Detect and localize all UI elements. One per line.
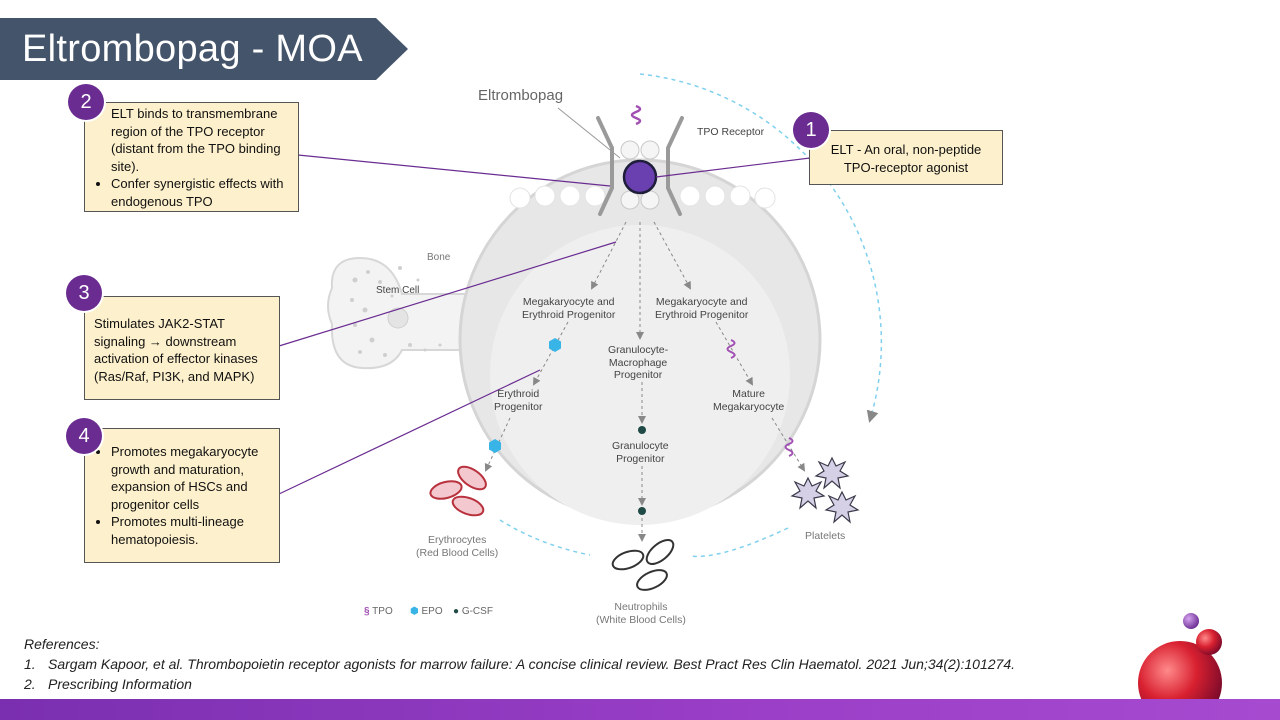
legend-gcsf: ● G-CSF <box>453 606 493 617</box>
epo-icon <box>489 439 501 453</box>
epo-icon <box>549 338 561 352</box>
decor-ball-purple <box>1183 613 1199 629</box>
stem-cell-label: Stem Cell <box>376 285 420 296</box>
callout-1: ELT - An oral, non-peptide TPO-receptor … <box>809 130 1003 185</box>
legend-tpo: § TPO <box>364 606 393 617</box>
title-banner: Eltrombopag - MOA <box>0 18 408 80</box>
reference-item: 2.Prescribing Information <box>24 676 192 692</box>
decor-ball-small <box>1196 629 1222 655</box>
badge-1: 1 <box>793 112 829 148</box>
cycle-arc-bottom-left <box>499 519 591 556</box>
callout-1-text: ELT - An oral, non-peptide TPO-receptor … <box>830 142 982 175</box>
progenitor-left-label: Megakaryocyte and Erythroid Progenitor <box>522 296 616 321</box>
callout-3: Stimulates JAK2-STAT signaling → downstr… <box>84 296 280 400</box>
gcsf-icon <box>638 426 646 434</box>
cycle-arc-right <box>639 73 883 423</box>
title-banner-shape <box>0 18 408 80</box>
tpo-icon <box>784 437 794 457</box>
granulocyte-macrophage-label: Granulocyte- Macrophage Progenitor <box>608 344 669 381</box>
progenitor-right-label: Megakaryocyte and Erythroid Progenitor <box>655 296 749 321</box>
callout-4-bullet-1: Promotes megakaryocyte growth and matura… <box>111 443 273 513</box>
references-heading: References: <box>24 636 100 652</box>
gcsf-icon <box>638 507 646 515</box>
erythrocytes-label: Erythrocytes (Red Blood Cells) <box>416 534 499 559</box>
mature-megakaryocyte-label: Mature Megakaryocyte <box>713 388 785 413</box>
platelets-label: Platelets <box>805 530 846 542</box>
badge-2: 2 <box>68 84 104 120</box>
connector-2 <box>297 154 611 187</box>
reference-item: 1.Sargam Kapoor, et al. Thrombopoietin r… <box>24 656 1015 672</box>
eltrombopag-molecule <box>622 159 658 195</box>
erythrocytes-icon <box>429 465 487 517</box>
connector-4 <box>278 369 541 495</box>
callout-2: ELT binds to transmembrane region of the… <box>84 102 299 212</box>
cycle-arc-bottom-right <box>689 527 789 558</box>
eltrombopag-label: Eltrombopag <box>478 87 564 104</box>
badge-4: 4 <box>66 418 102 454</box>
bottom-accent-bar <box>0 699 1280 720</box>
references: References: 1.Sargam Kapoor, et al. Thro… <box>24 634 1015 694</box>
page-title: Eltrombopag - MOA <box>22 28 363 70</box>
connector-3 <box>278 241 617 347</box>
tpo-receptor <box>596 104 684 216</box>
tpo-receptor-label: TPO Receptor <box>697 126 765 138</box>
tpo-icon <box>630 104 642 126</box>
callout-4: Promotes megakaryocyte growth and matura… <box>84 428 280 563</box>
cell-inner <box>490 225 790 525</box>
cell-membrane <box>509 185 776 209</box>
neutrophils-label: Neutrophils (White Blood Cells) <box>596 601 686 626</box>
tpo-icon <box>726 339 736 359</box>
legend-epo: ⬢ EPO <box>410 606 443 617</box>
granulocyte-progenitor-label: Granulocyte Progenitor <box>612 440 669 465</box>
lineage-arrows <box>484 221 806 542</box>
callout-2-bullet-1: ELT binds to transmembrane region of the… <box>111 106 281 174</box>
callout-3-text: Stimulates JAK2-STAT signaling → downstr… <box>94 316 258 384</box>
callout-2-bullet-2: Confer synergistic effects with endogeno… <box>111 175 292 210</box>
eltrombopag-pointer <box>557 107 621 159</box>
badge-3: 3 <box>66 275 102 311</box>
callout-4-bullet-2: Promotes multi-lineage hematopoiesis. <box>111 513 273 548</box>
neutrophils-icon <box>611 539 675 591</box>
erythroid-progenitor-label: Erythroid Progenitor <box>494 388 543 413</box>
bone-label: Bone <box>427 252 451 263</box>
platelets-icon <box>790 456 860 524</box>
connector-1 <box>655 157 811 178</box>
bone-shape <box>327 256 493 370</box>
